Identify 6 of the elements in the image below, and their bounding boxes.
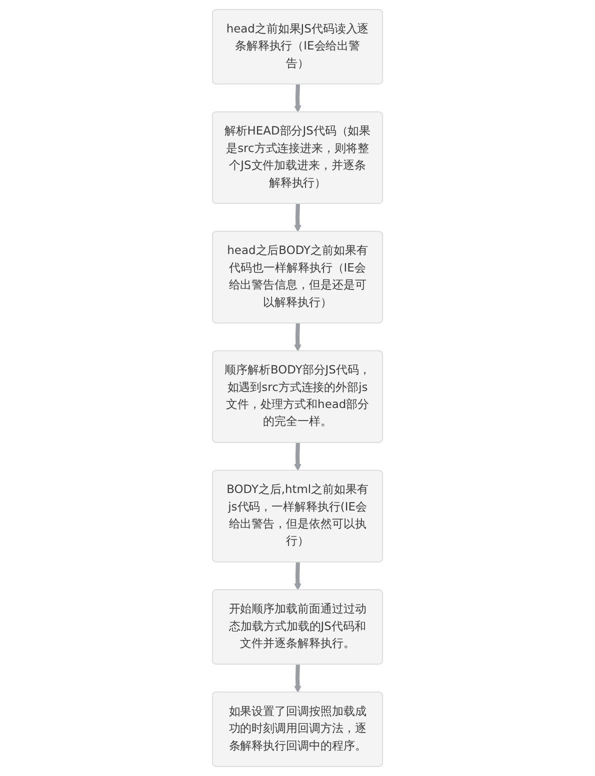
arrow [294, 84, 302, 113]
arrow [294, 664, 302, 693]
arrow [294, 323, 302, 352]
arrow [294, 562, 302, 590]
arrow [294, 204, 302, 232]
arrow [294, 442, 302, 471]
